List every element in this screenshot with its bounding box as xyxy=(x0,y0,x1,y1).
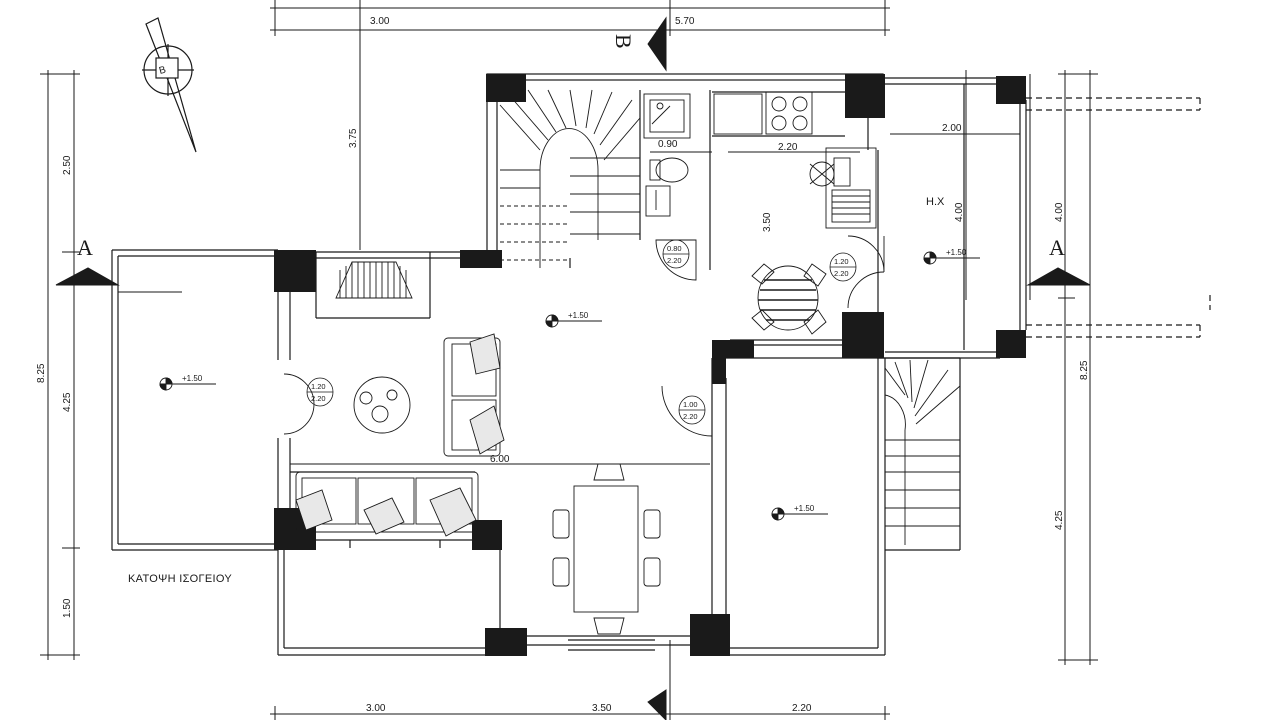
north-arrow-icon xyxy=(142,17,197,153)
dim-right-total: 8.25 xyxy=(1079,360,1090,380)
level-room: +1.50 xyxy=(794,504,815,513)
dimension-lines xyxy=(40,0,1098,720)
dim-int-main: 6.00 xyxy=(490,454,510,465)
section-a-left: A xyxy=(77,235,93,260)
dim-left-total: 8.25 xyxy=(36,363,47,383)
dim-int-3: 2.00 xyxy=(942,123,962,134)
dim-int-4: 3.50 xyxy=(762,212,773,232)
room-label-hx: H.X xyxy=(926,196,945,208)
door-swings xyxy=(283,235,885,437)
sofa-bottom xyxy=(295,471,479,537)
dim-top-2: 5.70 xyxy=(675,16,695,27)
door-2-height: 2.20 xyxy=(834,269,849,278)
section-a-right: A xyxy=(1049,235,1065,260)
level-hx: +1.50 xyxy=(946,248,967,257)
dim-bottom-3: 2.20 xyxy=(792,703,812,714)
bathroom-fixtures xyxy=(645,147,877,229)
coffee-table xyxy=(353,376,411,434)
section-markers xyxy=(55,16,1091,720)
door-3-width: 1.20 xyxy=(311,382,326,391)
door-1-width: 0.80 xyxy=(667,244,682,253)
round-dining-table xyxy=(751,263,827,335)
door-tags xyxy=(306,239,857,425)
dim-top-1: 3.00 xyxy=(370,16,390,27)
dim-right-2: 4.25 xyxy=(1054,510,1065,530)
dim-left-2: 4.25 xyxy=(62,392,73,412)
kitchen-fixtures xyxy=(643,91,813,139)
stair-right xyxy=(884,359,961,545)
dim-right-1: 4.00 xyxy=(1054,202,1065,222)
section-b-top: B xyxy=(611,34,636,49)
level-living: +1.50 xyxy=(182,374,203,383)
sofa-center xyxy=(443,333,505,457)
dim-bottom-1: 3.00 xyxy=(366,703,386,714)
north-arrow-letter: B xyxy=(158,64,168,76)
dim-left-3: 1.50 xyxy=(62,598,73,618)
dim-int-1: 0.90 xyxy=(658,139,678,150)
door-2-width: 1.20 xyxy=(834,257,849,266)
dim-left-1: 2.50 xyxy=(62,155,73,175)
dim-top-partial: 3.75 xyxy=(348,128,359,148)
dining-table xyxy=(552,463,661,635)
level-main: +1.50 xyxy=(568,311,589,320)
columns xyxy=(274,74,1026,656)
door-4-height: 2.20 xyxy=(683,412,698,421)
dim-bottom-2: 3.50 xyxy=(592,703,612,714)
level-markers xyxy=(159,251,980,521)
walls xyxy=(111,73,1211,656)
stair-upper xyxy=(499,89,641,268)
door-4-width: 1.00 xyxy=(683,400,698,409)
dim-int-5: 4.00 xyxy=(954,202,965,222)
plan-title: ΚΑΤΟΨΗ ΙΣΟΓΕΙΟΥ xyxy=(128,573,232,585)
door-3-height: 2.20 xyxy=(311,394,326,403)
stair-small xyxy=(335,261,413,299)
door-1-height: 2.20 xyxy=(667,256,682,265)
dim-int-2: 2.20 xyxy=(778,142,798,153)
